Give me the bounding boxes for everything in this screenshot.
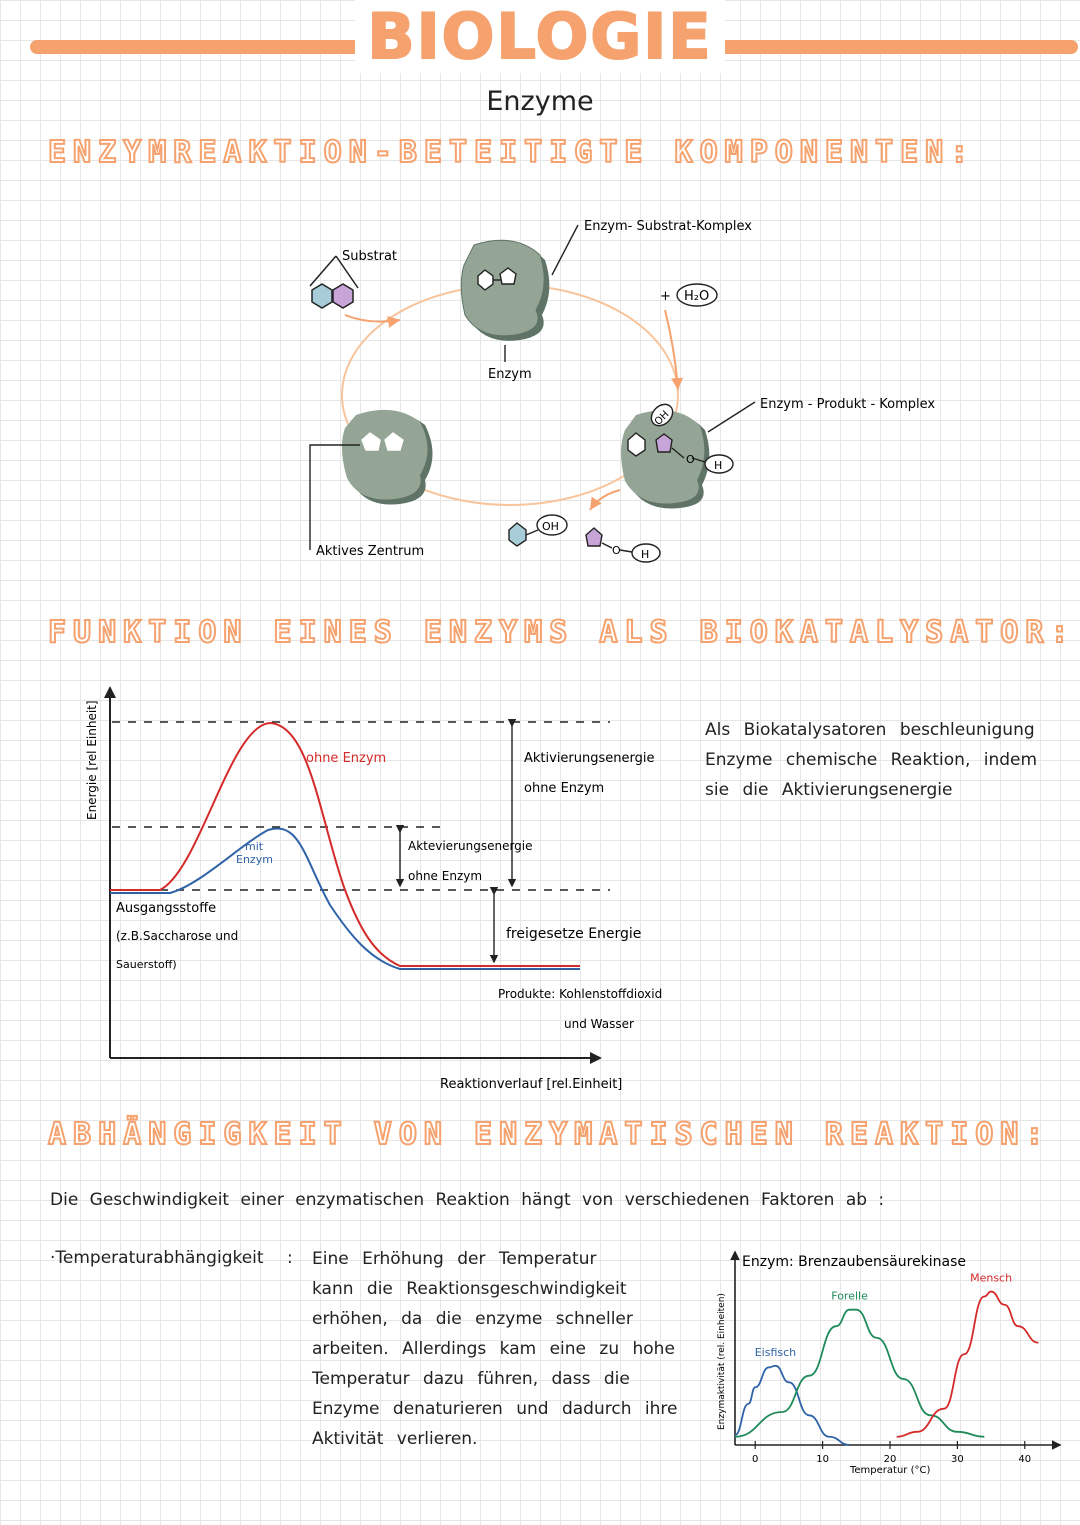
section-heading-biocatalyst: FUNKTION EINES ENZYMS ALS BIOKATALYSATOR…	[47, 614, 1076, 651]
arrow-water-addition	[664, 309, 684, 391]
svg-text:und Wasser: und Wasser	[564, 1017, 634, 1031]
x-tick-label: 10	[816, 1454, 829, 1465]
label-enzym-produkt-komplex: Enzym - Produkt - Komplex	[760, 397, 935, 412]
biocatalyst-text: Als Biokatalysatoren beschleunigung Enzy…	[705, 720, 1038, 800]
series-line-forelle	[734, 1308, 985, 1438]
substrate-molecule	[309, 255, 359, 309]
enzyme-active-site	[341, 409, 433, 505]
svg-text:Enzym: Enzym	[236, 853, 273, 866]
arrow-substrate-binding	[344, 314, 401, 328]
label-aktives-zentrum: Aktives Zentrum	[316, 544, 424, 559]
bullet-temperature: ·Temperaturabhängigkeit	[50, 1248, 264, 1268]
series-label-forelle: Forelle	[831, 1290, 868, 1303]
page-title: BIOLOGIE	[0, 0, 1080, 74]
temp-chart-title: Enzym: Brenzaubensäurekinase	[742, 1254, 966, 1270]
svg-text:H: H	[641, 548, 649, 561]
dependency-intro: Die Geschwindigkeit einer enzymatischen …	[50, 1190, 885, 1210]
activation-energy-diagram: Energie [rel Einheit] Reaktionverlauf [r…	[85, 686, 662, 1092]
temp-chart-y-label: Enzymaktivität (rel. Einheiten)	[717, 1293, 727, 1430]
section-heading-components: ENZYMREAKTION-BETEITIGTE KOMPONENTEN:	[47, 134, 976, 171]
temperature-chart: Enzym: Brenzaubensäurekinase Enzymaktivi…	[717, 1250, 1062, 1476]
arrow-product-release	[589, 489, 621, 511]
svg-text:Sauerstoff): Sauerstoff)	[116, 958, 177, 971]
label-produkte: Produkte: Kohlenstoffdioxid	[498, 987, 662, 1001]
svg-text:H: H	[714, 459, 722, 472]
chart-y-label: Energie [rel Einheit]	[85, 700, 99, 820]
svg-text:OH: OH	[542, 520, 559, 533]
label-ohne-enzym: ohne Enzym	[306, 751, 386, 766]
x-tick-label: 0	[752, 1454, 758, 1465]
chart-x-label: Reaktionverlauf [rel.Einheit]	[440, 1077, 622, 1092]
enzyme-product-complex	[621, 403, 734, 509]
svg-text:+: +	[660, 289, 671, 304]
curve-ohne-enzym	[110, 721, 580, 967]
enzyme-cycle-diagram: Substrat Enzym Enzym- Substrat-Komplex +…	[309, 219, 935, 563]
svg-text:ohne Enzym: ohne Enzym	[524, 781, 604, 796]
temperature-text: Eine Erhöhung der Temperatur kann die Re…	[312, 1249, 678, 1449]
released-products	[508, 514, 661, 563]
curve-mit-enzym	[110, 827, 580, 970]
enzyme-substrate-complex	[460, 239, 550, 341]
page-subtitle: Enzyme	[486, 86, 594, 117]
svg-text:O: O	[686, 453, 695, 466]
label-aktivierung-ohne: Aktivierungsenergie	[524, 751, 655, 766]
label-enzym: Enzym	[488, 367, 532, 382]
label-freigesetzte-energie: freigesetze Energie	[506, 926, 641, 942]
x-tick-label: 30	[951, 1454, 964, 1465]
x-tick-label: 20	[884, 1454, 897, 1465]
series-line-eisfisch	[734, 1364, 850, 1446]
water-molecule	[676, 283, 718, 307]
label-ausgangsstoffe: Ausgangsstoffe	[116, 901, 216, 916]
label-substrat: Substrat	[342, 249, 397, 264]
svg-text:O: O	[612, 544, 621, 557]
svg-text:ohne Enzym: ohne Enzym	[408, 869, 482, 883]
series-label-eisfisch: Eisfisch	[755, 1346, 796, 1359]
section-heading-dependency: ABHÄNGIGKEIT VON ENZYMATISCHEN REAKTION:	[47, 1116, 1051, 1153]
x-tick-label: 40	[1018, 1454, 1031, 1465]
label-aktivierung-mit: Aktevierungsenergie	[408, 839, 533, 853]
series-label-mensch: Mensch	[970, 1272, 1012, 1285]
temp-chart-x-label: Temperatur (°C)	[849, 1465, 930, 1476]
label-h2o: H₂O	[684, 289, 709, 304]
svg-text:(z.B.Saccharose und: (z.B.Saccharose und	[116, 929, 238, 943]
label-mit-enzym: mit	[245, 840, 264, 853]
label-enzym-substrat-komplex: Enzym- Substrat-Komplex	[584, 219, 752, 234]
series-line-mensch	[896, 1290, 1039, 1438]
